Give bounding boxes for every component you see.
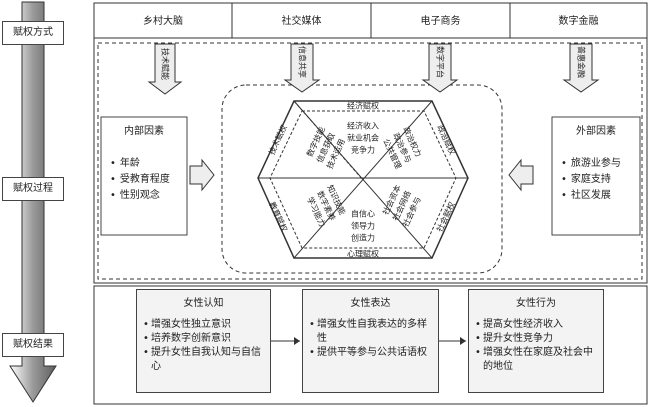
internal-list: 年龄 受教育程度 性别观念 <box>110 156 170 204</box>
tag-tech-empower: 技术赋能 <box>161 48 171 80</box>
tag-digital-platform: 数字平台 <box>436 46 446 78</box>
result-item: 培养数字创新意识 <box>143 332 266 346</box>
internal-item: 年龄 <box>110 156 170 172</box>
internal-arrow <box>189 158 215 192</box>
result-item: 增强女性独立意识 <box>143 318 266 332</box>
result-item: 提高女性经济收入 <box>475 318 599 332</box>
internal-item: 受教育程度 <box>110 172 170 188</box>
tech-rural-brain: 乡村大脑 <box>143 16 183 27</box>
internal-item: 性别观念 <box>110 188 170 204</box>
result-behavior: 女性行为 提高女性经济收入 提升女性竞争力 增强女性在家庭及社会中的地位 <box>468 289 604 393</box>
tech-social-media: 社交媒体 <box>281 16 322 27</box>
external-item: 旅游业参与 <box>561 156 621 172</box>
external-title: 外部因素 <box>576 126 616 137</box>
stage-label-method: 赋权方式 <box>2 21 64 45</box>
result-item: 提升女性竞争力 <box>475 332 599 346</box>
result-item: 增强女性自我表达的多样性 <box>309 318 434 346</box>
edge-economic: 经济赋权 <box>347 101 379 111</box>
external-item: 家庭支持 <box>561 172 621 188</box>
result-item: 提供平等参与公共话语权 <box>309 346 434 360</box>
edge-political: 政治赋权 <box>435 123 458 156</box>
result-item: 提升女性自我认知与自信心 <box>143 346 266 374</box>
stage-arrow <box>9 1 57 403</box>
tag-inclusive-finance: 普惠金融 <box>577 46 587 78</box>
external-item: 社区发展 <box>561 188 621 204</box>
inner-jobs: 就业机会 <box>347 133 379 143</box>
tech-arrows <box>147 43 600 95</box>
external-list: 旅游业参与 家庭支持 社区发展 <box>561 156 621 204</box>
internal-title: 内部因素 <box>124 126 164 137</box>
edge-education: 教育赋权 <box>267 200 290 233</box>
stage-label-result: 赋权结果 <box>2 333 64 357</box>
inner-confidence: 自信心 <box>351 209 375 219</box>
result-title: 女性认知 <box>183 298 224 309</box>
result-title: 女性行为 <box>516 298 556 309</box>
tag-info-share: 信息共享 <box>298 46 308 78</box>
edge-psychological: 心理赋权 <box>347 249 379 259</box>
stage-label-process: 赋权过程 <box>2 177 64 201</box>
inner-income: 经济收入 <box>347 121 379 131</box>
result-expression: 女性表达 增强女性自我表达的多样性 提供平等参与公共话语权 <box>302 289 439 393</box>
external-arrow <box>508 158 534 192</box>
inner-competitive: 竞争力 <box>351 145 375 155</box>
result-item: 增强女性在家庭及社会中的地位 <box>475 346 599 374</box>
inner-creativity: 创造力 <box>351 233 375 243</box>
inner-leadership: 领导力 <box>351 221 375 231</box>
result-title: 女性表达 <box>350 298 391 309</box>
result-cognition: 女性认知 增强女性独立意识 培养数字创新意识 提升女性自我认知与自信心 <box>136 289 271 393</box>
tech-ecommerce: 电子商务 <box>420 16 461 27</box>
edge-technology: 技术赋权 <box>266 123 289 156</box>
edge-social: 社会赋权 <box>434 200 457 233</box>
tech-digital-finance: 数字金融 <box>558 16 599 27</box>
